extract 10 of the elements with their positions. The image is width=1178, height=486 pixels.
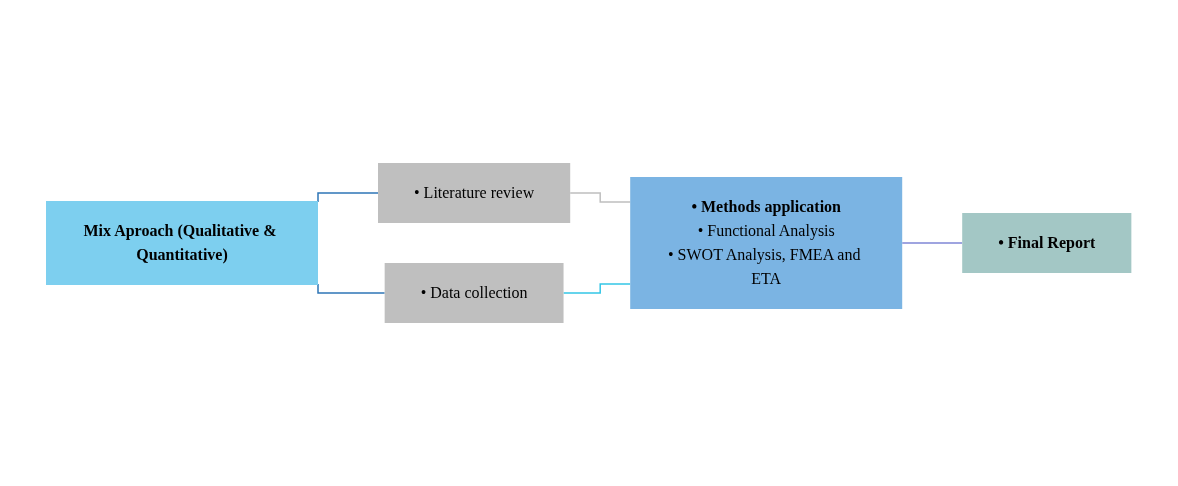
node-box: • Data collection (384, 263, 564, 323)
node-box: • Methods application • Functional Analysis • SWOT Analysis, FMEA and ETA (630, 177, 903, 309)
node-box: • Final Report (962, 213, 1132, 273)
connector (563, 283, 632, 294)
node-box: Mix Aproach (Qualitative & Quantitative) (46, 201, 319, 285)
node-box: • Literature review (378, 163, 571, 223)
connector (569, 192, 632, 203)
connector (901, 242, 964, 244)
connector (317, 283, 386, 294)
connector (317, 192, 380, 203)
